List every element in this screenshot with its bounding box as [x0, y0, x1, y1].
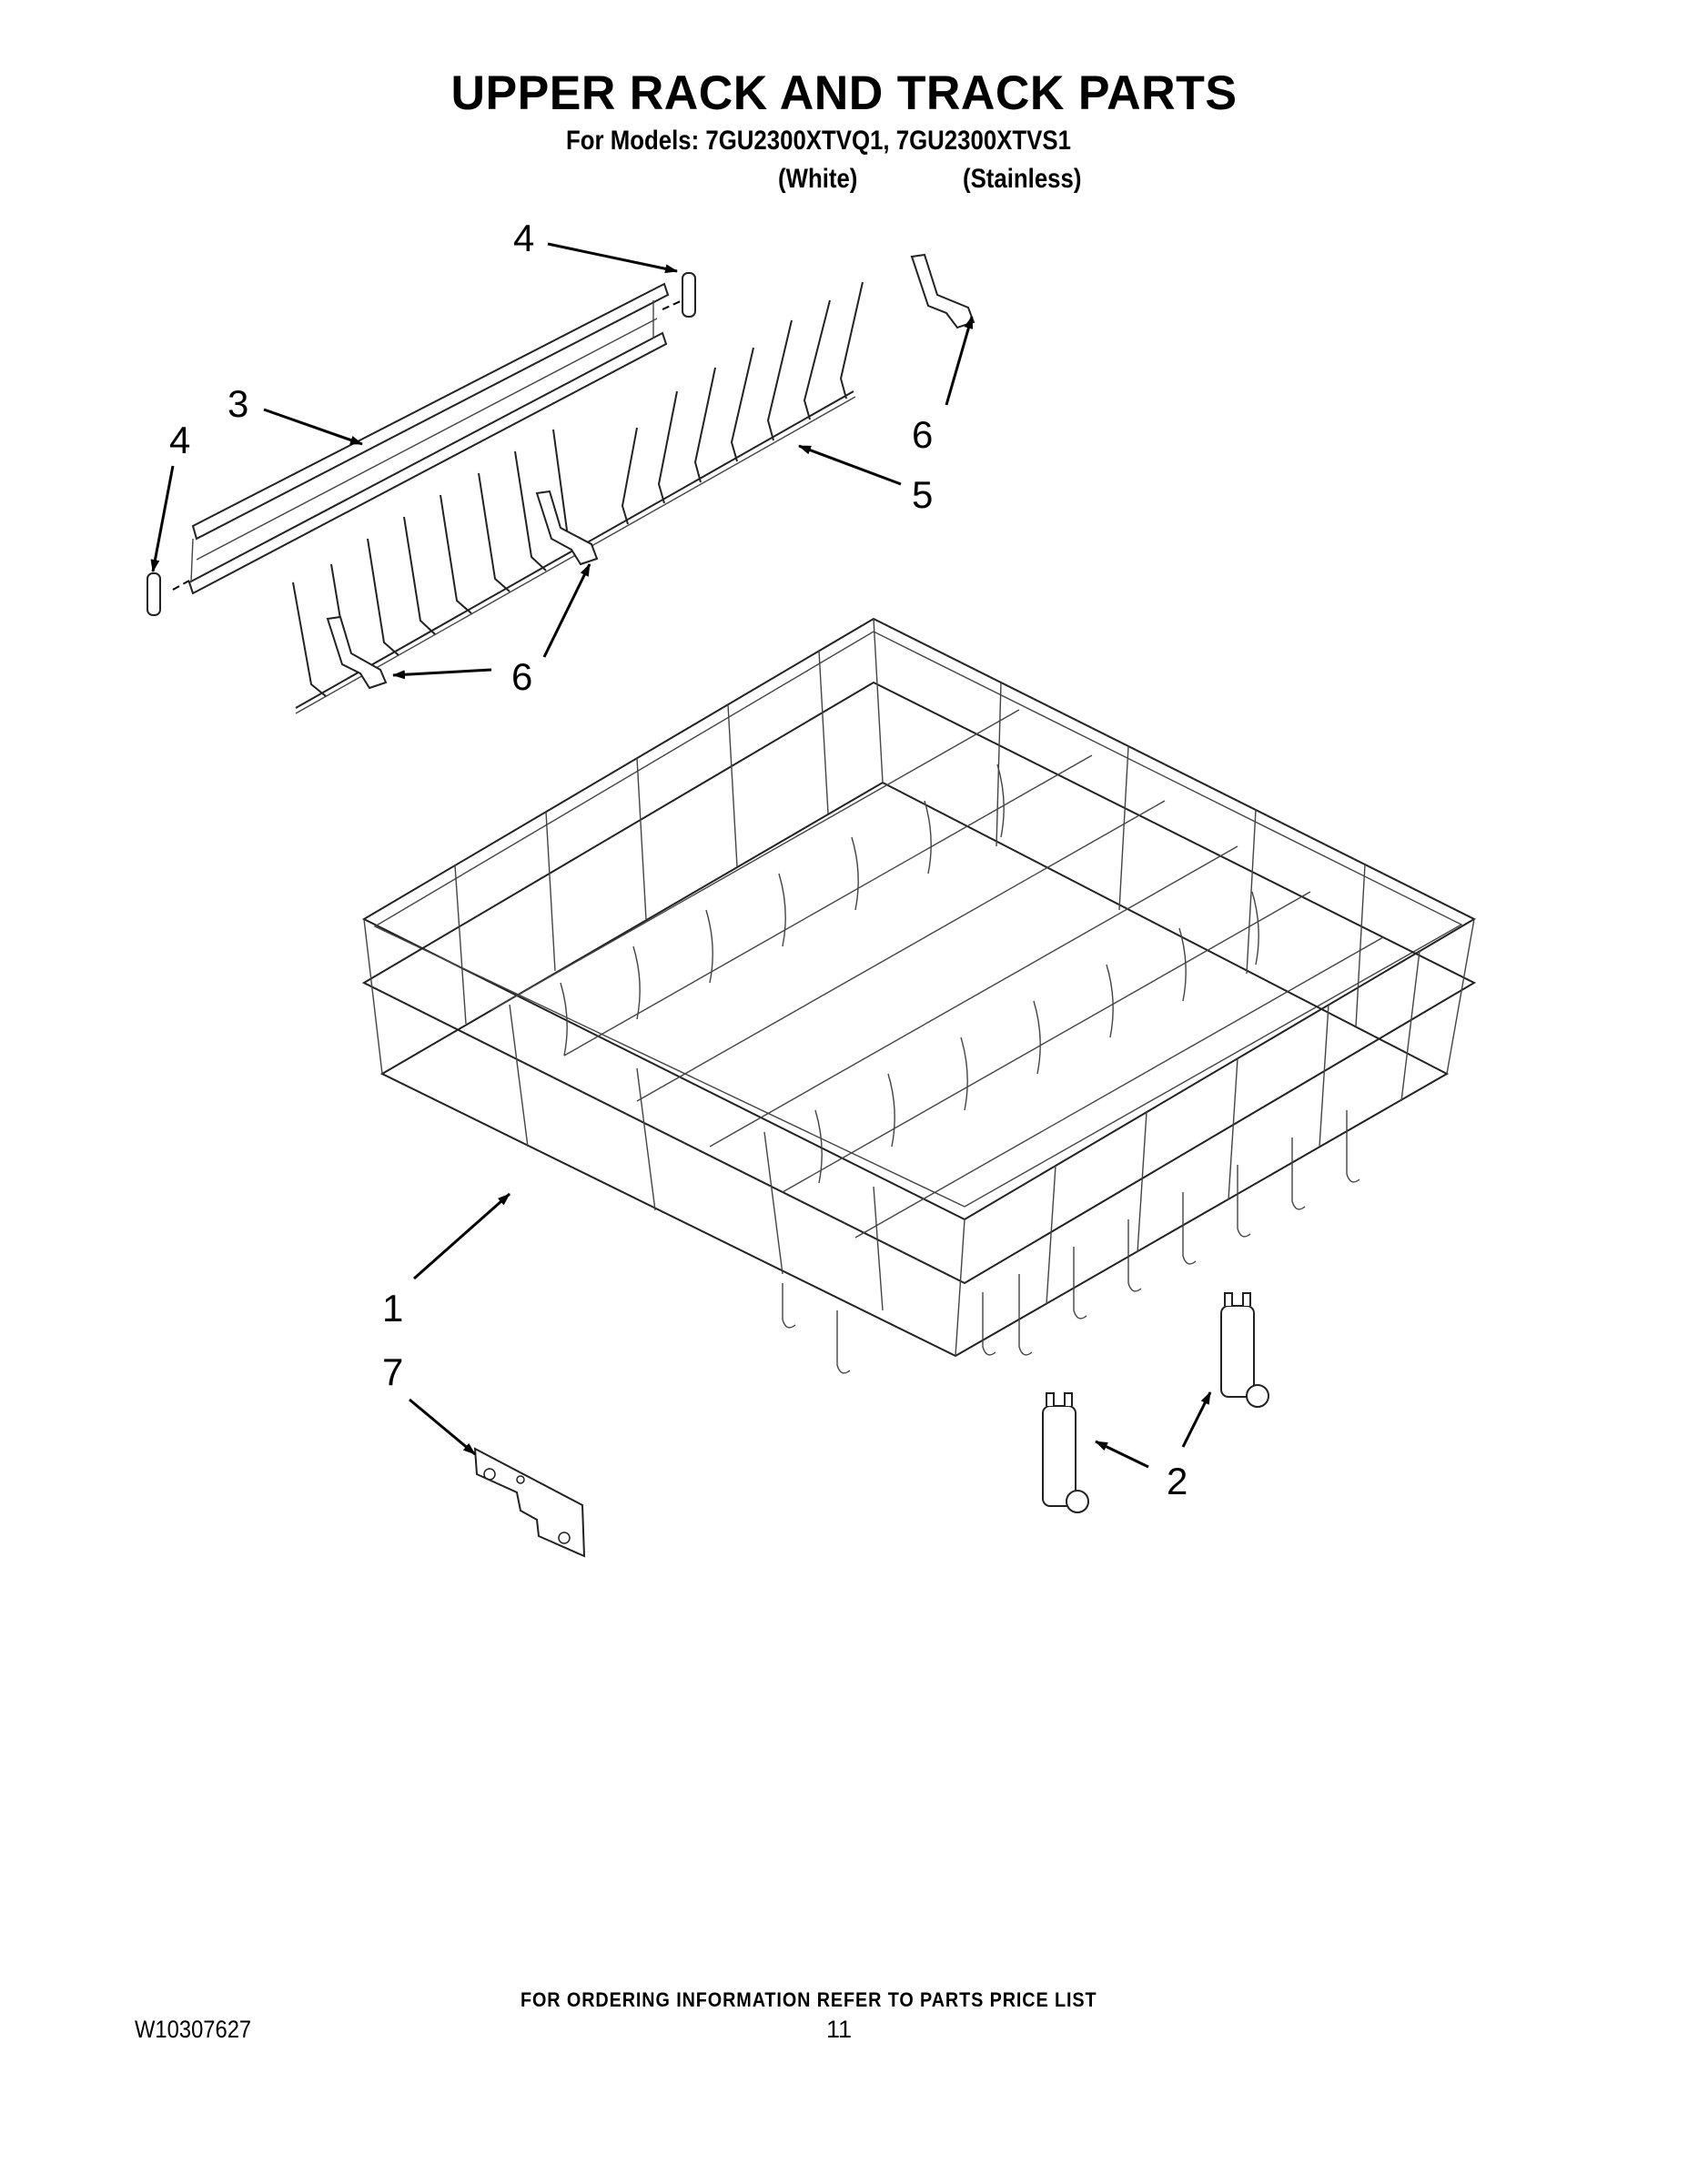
- callout-arrows: [150, 242, 1212, 1469]
- callout-6-lower: 6: [511, 655, 532, 698]
- tine-row-part-5: [292, 281, 864, 714]
- tine-clip-part-6-top: [910, 253, 975, 329]
- callout-4-left: 4: [169, 419, 190, 461]
- roller-adjuster-part-2-left: [1042, 1392, 1089, 1513]
- callout-3: 3: [227, 382, 248, 425]
- upper-rack-part-1: [361, 617, 1477, 1374]
- callout-7: 7: [382, 1350, 403, 1393]
- models-subtitle: For Models: 7GU2300XTVQ1, 7GU2300XTVS1: [566, 126, 1071, 156]
- page-number: 11: [826, 2016, 853, 2043]
- callout-4-top: 4: [513, 217, 534, 259]
- roller-adjuster-part-2-right: [1220, 1292, 1269, 1408]
- page-title: UPPER RACK AND TRACK PARTS: [450, 66, 1238, 120]
- slide-bracket-part-7: [473, 1447, 586, 1558]
- callout-2: 2: [1167, 1460, 1188, 1502]
- end-cap-part-4-top: [682, 272, 696, 318]
- end-cap-part-4-left: [147, 572, 161, 616]
- callout-5: 5: [912, 473, 933, 516]
- variant-label-white: (White): [778, 164, 858, 194]
- callout-1: 1: [382, 1287, 403, 1330]
- track-rail-part-3: [172, 282, 683, 595]
- ordering-note: FOR ORDERING INFORMATION REFER TO PARTS …: [521, 1988, 1097, 2011]
- tine-clip-part-6-mid: [535, 490, 599, 566]
- callout-6-top: 6: [912, 413, 933, 456]
- tine-clip-part-6-lower: [326, 615, 388, 690]
- document-number: W10307627: [135, 2016, 252, 2043]
- variant-label-stainless: (Stainless): [963, 164, 1082, 194]
